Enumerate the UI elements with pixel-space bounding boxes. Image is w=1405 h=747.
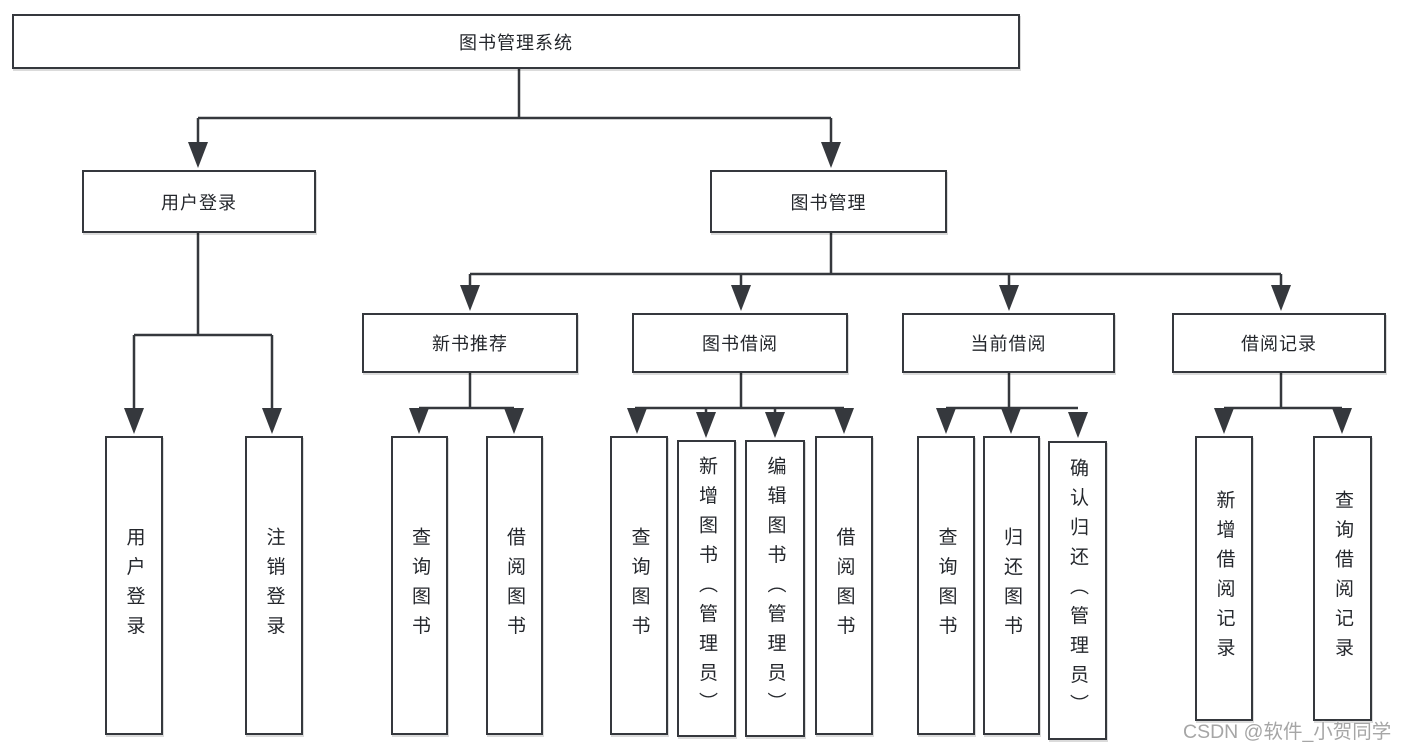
leaf-confirm-return-admin: 确认归还（管理员） — [1048, 441, 1107, 740]
leaf-query-books-1: 查询图书 — [391, 436, 448, 735]
leaf-query-books-2: 查询图书 — [610, 436, 668, 735]
node-new-book-recommend: 新书推荐 — [362, 313, 578, 373]
leaf-query-borrow-record: 查询借阅记录 — [1313, 436, 1372, 721]
node-label: 编辑图书（管理员） — [764, 455, 786, 722]
node-label: 注销登录 — [263, 526, 285, 645]
node-label: 借阅图书 — [833, 526, 855, 645]
leaf-edit-book-admin: 编辑图书（管理员） — [745, 440, 805, 737]
leaf-user-login: 用户登录 — [105, 436, 163, 735]
csdn-watermark: CSDN @软件_小贺同学 — [1183, 721, 1392, 743]
leaf-borrow-books-1: 借阅图书 — [486, 436, 543, 735]
leaf-borrow-books-2: 借阅图书 — [815, 436, 873, 735]
node-borrowing-records: 借阅记录 — [1172, 313, 1386, 373]
node-label: 图书管理 — [790, 192, 867, 213]
node-book-borrowing: 图书借阅 — [632, 313, 848, 373]
leaf-add-borrow-record: 新增借阅记录 — [1195, 436, 1253, 721]
node-label: 查询图书 — [409, 526, 430, 645]
node-library-system: 图书管理系统 — [12, 14, 1020, 69]
node-label: 用户登录 — [161, 192, 237, 213]
node-user-login: 用户登录 — [82, 170, 316, 233]
node-current-borrowing: 当前借阅 — [902, 313, 1115, 373]
node-label: 用户登录 — [123, 526, 145, 645]
node-label: 当前借阅 — [970, 334, 1047, 354]
node-label: 新增图书（管理员） — [696, 455, 717, 722]
node-label: 查询图书 — [628, 526, 650, 645]
leaf-logout: 注销登录 — [245, 436, 303, 735]
leaf-query-books-3: 查询图书 — [917, 436, 975, 735]
node-label: 新增借阅记录 — [1213, 490, 1235, 667]
arrow-heads — [124, 142, 1352, 438]
node-book-management: 图书管理 — [710, 170, 947, 233]
node-label: 确认归还（管理员） — [1067, 457, 1088, 724]
node-label: 图书管理系统 — [459, 32, 573, 53]
node-label: 查询图书 — [935, 526, 957, 645]
leaf-return-books: 归还图书 — [983, 436, 1040, 735]
node-label: 借阅记录 — [1241, 334, 1317, 354]
node-label: 新书推荐 — [432, 334, 508, 354]
node-label: 借阅图书 — [504, 526, 525, 645]
node-label: 归还图书 — [1001, 526, 1022, 645]
leaf-add-book-admin: 新增图书（管理员） — [677, 440, 736, 737]
node-label: 查询借阅记录 — [1332, 490, 1353, 667]
node-label: 图书借阅 — [702, 334, 778, 354]
